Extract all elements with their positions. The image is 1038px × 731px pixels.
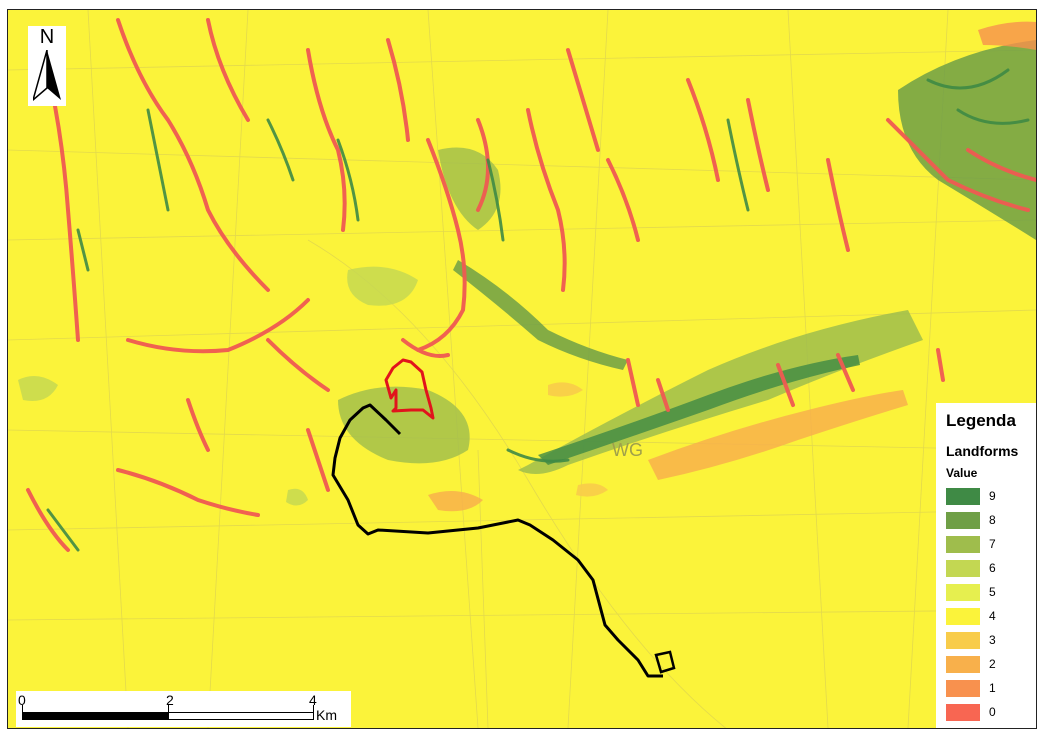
- legend-item: 5: [946, 581, 1036, 605]
- route-line[interactable]: [331, 403, 663, 678]
- legend-item: 1: [946, 677, 1036, 701]
- legend-item: 3: [946, 629, 1036, 653]
- legend-swatch: [946, 560, 980, 577]
- legend-swatch: [946, 536, 980, 553]
- legend-item: 4: [946, 605, 1036, 629]
- ridge-band-east-dark: [538, 355, 860, 465]
- scale-unit: Km: [316, 707, 337, 723]
- legend-swatch: [946, 488, 980, 505]
- scale-label-4: 4: [309, 692, 317, 708]
- site-boundary[interactable]: [384, 358, 435, 420]
- legend-item: 9: [946, 485, 1036, 509]
- scale-bar: 0 2 4 Km: [16, 691, 351, 727]
- legend-field-name: Value: [946, 466, 978, 480]
- legend-swatch: [946, 512, 980, 529]
- route-end-box[interactable]: [654, 650, 676, 674]
- legend-swatch: [946, 680, 980, 697]
- topo-texture: [8, 10, 1036, 728]
- legend-items: 9 8 7 6 5 4 3 2 1 0: [946, 485, 1036, 725]
- legend-value: 1: [989, 681, 996, 695]
- stream-green-1: [453, 260, 628, 370]
- hill-zone-north: [438, 147, 501, 230]
- legend: Legenda Landforms Value 9 8 7 6 5 4 3 2 1 0: [936, 403, 1036, 728]
- north-label: N: [39, 26, 55, 48]
- north-arrow-icon: [33, 50, 61, 101]
- valley-zone-central: [338, 386, 470, 464]
- legend-swatch: [946, 608, 980, 625]
- scale-segment-black: [22, 712, 168, 720]
- legend-value: 8: [989, 513, 996, 527]
- place-label: WG: [612, 440, 643, 460]
- valley-zone-ne: [898, 40, 1036, 240]
- ridge-lines: [46, 68, 1030, 552]
- legend-item: 2: [946, 653, 1036, 677]
- legend-swatch: [946, 632, 980, 649]
- landforms-map[interactable]: WG: [8, 10, 1036, 728]
- legend-swatch: [946, 704, 980, 721]
- legend-item: 8: [946, 509, 1036, 533]
- scale-label-2: 2: [166, 692, 174, 708]
- legend-item: 6: [946, 557, 1036, 581]
- legend-swatch: [946, 584, 980, 601]
- map-frame: WG N 0 2 4 Km Legenda Landforms Value 9 8…: [7, 9, 1037, 729]
- orange-band-east: [648, 390, 908, 480]
- legend-value: 4: [989, 609, 996, 623]
- legend-value: 2: [989, 657, 996, 671]
- north-arrow: N: [28, 26, 66, 106]
- orange-zones: [428, 21, 1036, 512]
- legend-value: 9: [989, 489, 996, 503]
- legend-value: 5: [989, 585, 996, 599]
- legend-value: 3: [989, 633, 996, 647]
- legend-value: 0: [989, 705, 996, 719]
- green-zones: [18, 40, 1036, 506]
- legend-value: 7: [989, 537, 996, 551]
- drainage-network: [26, 18, 1036, 552]
- legend-item: 0: [946, 701, 1036, 725]
- legend-title: Legenda: [946, 411, 1016, 430]
- scale-label-0: 0: [18, 692, 26, 708]
- valley-zone-north: [347, 266, 418, 306]
- legend-item: 7: [946, 533, 1036, 557]
- legend-swatch: [946, 656, 980, 673]
- legend-value: 6: [989, 561, 996, 575]
- scale-segment-white: [168, 712, 314, 720]
- legend-layer-name: Landforms: [946, 443, 1019, 459]
